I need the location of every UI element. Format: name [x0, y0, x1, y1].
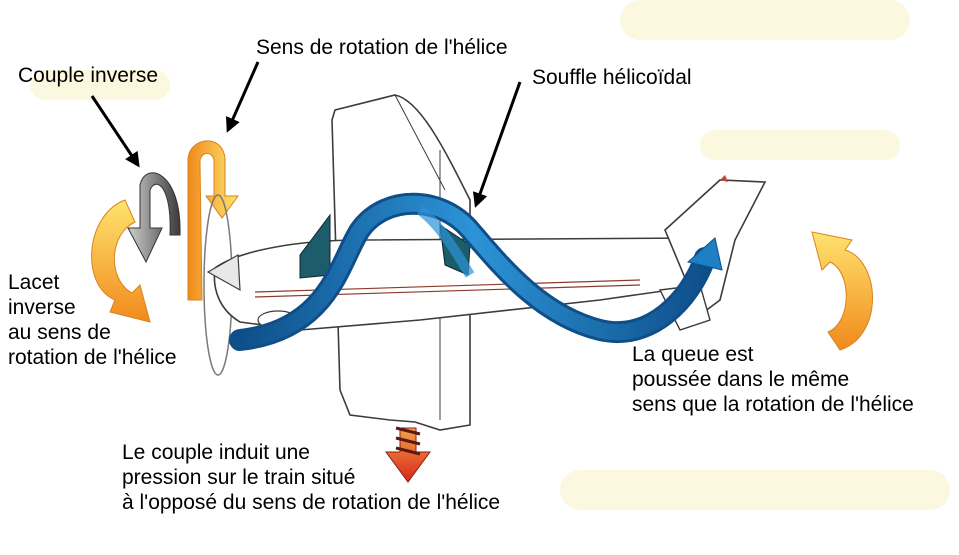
pointer-propeller-rotation [225, 61, 260, 133]
label-propeller-rotation: Sens de rotation de l'hélice [256, 36, 508, 59]
label-reverse-yaw: Lacet inverse au sens de rotation de l'h… [8, 270, 177, 370]
label-tail-pushed-line: La queue est [632, 343, 754, 366]
helical-slipstream [229, 192, 723, 351]
background-tint [30, 0, 950, 510]
label-reverse-yaw-line: Lacet [8, 271, 60, 294]
label-tail-pushed-line: poussée dans le même [632, 368, 850, 391]
reverse-torque-arrow [127, 172, 181, 264]
label-gear-pressure: Le couple induit une pression sur le tra… [122, 440, 500, 515]
label-reverse-torque: Couple inverse [18, 64, 159, 87]
label-reverse-yaw-line: au sens de [8, 321, 111, 344]
propeller-rotation-arrow [187, 140, 239, 301]
pointer-slipstream [472, 81, 522, 208]
label-gear-pressure-line: à l'opposé du sens de rotation de l'héli… [122, 491, 501, 514]
label-tail-pushed: La queue est poussée dans le même sens q… [632, 342, 914, 417]
spinner [206, 254, 241, 292]
reverse-yaw-arrow [91, 199, 151, 323]
label-gear-pressure-line: Le couple induit une [122, 441, 310, 464]
label-slipstream: Souffle hélicoïdal [532, 66, 692, 89]
label-reverse-yaw-line: rotation de l'hélice [8, 346, 177, 369]
pointer-reverse-torque [90, 95, 140, 168]
label-gear-pressure-line: pression sur le train situé [122, 466, 356, 489]
label-tail-pushed-line: sens que la rotation de l'hélice [632, 393, 914, 416]
label-reverse-yaw-line: inverse [8, 296, 76, 319]
gear-pressure-arrow [385, 426, 431, 483]
tail-yaw-arrow [811, 231, 873, 351]
